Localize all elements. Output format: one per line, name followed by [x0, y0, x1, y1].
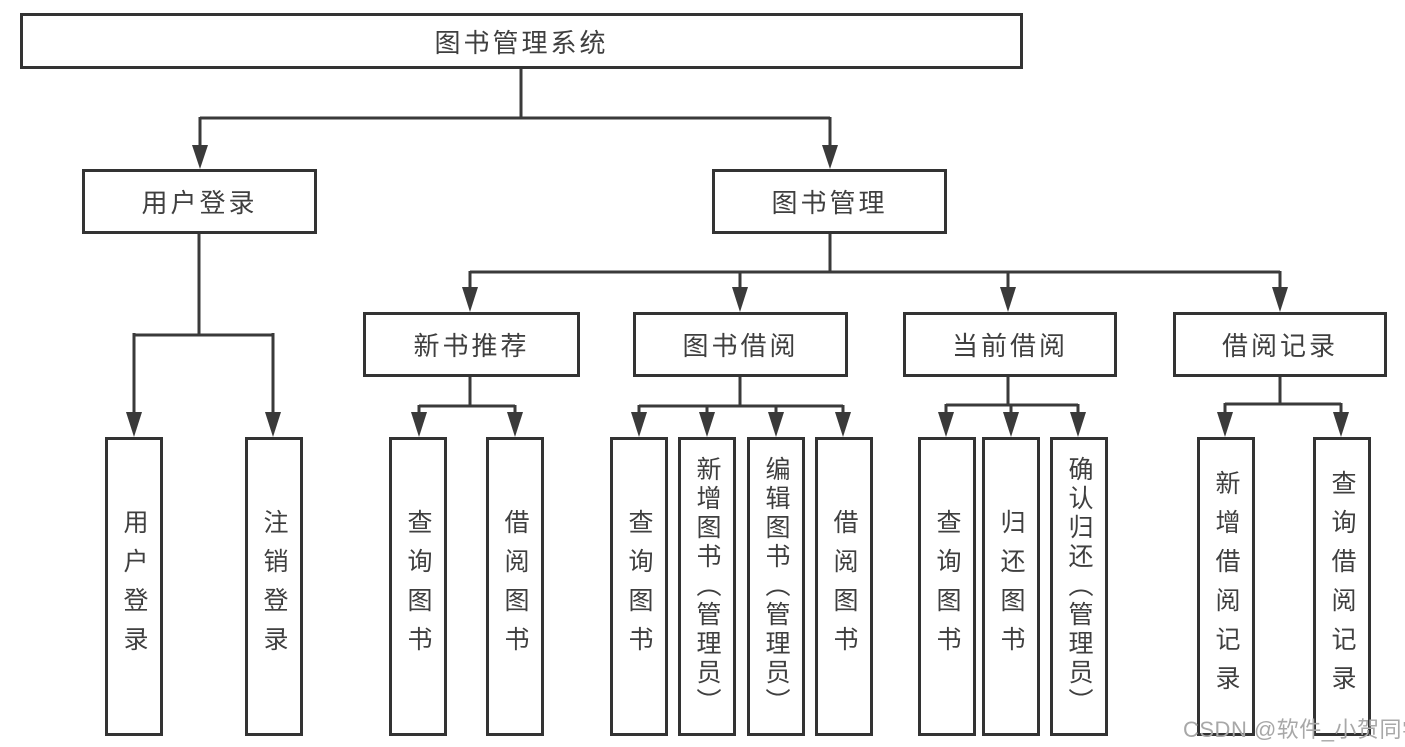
leaf-confirm-return-admin-label: 确认归还（管理员）	[1065, 456, 1093, 717]
leaf-borrow-books-1-label: 借阅图书	[501, 508, 529, 665]
leaf-query-books-1-label: 查询图书	[404, 508, 432, 665]
leaf-query-books-2-label: 查询图书	[625, 508, 653, 665]
node-new-book-recommend-label: 新书推荐	[413, 331, 530, 361]
leaf-user-login-label: 用户登录	[120, 508, 148, 665]
node-root: 图书管理系统	[20, 13, 1023, 69]
leaf-borrow-books-2-label: 借阅图书	[830, 508, 858, 665]
node-current-borrow-label: 当前借阅	[951, 331, 1068, 361]
node-user-login: 用户登录	[82, 169, 317, 234]
leaf-query-books-2: 查询图书	[610, 437, 668, 736]
leaf-add-book-admin-label: 新增图书（管理员）	[693, 456, 721, 717]
leaf-logout-label: 注销登录	[260, 508, 288, 665]
node-new-book-recommend: 新书推荐	[363, 312, 580, 377]
node-book-management-label: 图书管理	[771, 188, 888, 218]
node-current-borrow: 当前借阅	[903, 312, 1117, 377]
node-book-borrow-label: 图书借阅	[682, 331, 799, 361]
node-root-label: 图书管理系统	[434, 27, 609, 58]
leaf-borrow-books-1: 借阅图书	[486, 437, 544, 736]
leaf-query-borrow-record-label: 查询借阅记录	[1328, 469, 1356, 704]
leaf-query-books-1: 查询图书	[389, 437, 447, 736]
leaf-add-borrow-record-label: 新增借阅记录	[1212, 469, 1240, 704]
leaf-query-books-3-label: 查询图书	[933, 508, 961, 665]
watermark: CSDN @软件_小贺同学	[1183, 717, 1405, 742]
node-borrow-records-label: 借阅记录	[1221, 331, 1338, 361]
node-book-management: 图书管理	[712, 169, 947, 234]
node-book-borrow: 图书借阅	[633, 312, 848, 377]
leaf-return-book: 归还图书	[982, 437, 1040, 736]
leaf-logout: 注销登录	[245, 437, 303, 736]
leaf-return-book-label: 归还图书	[997, 508, 1025, 665]
leaf-user-login: 用户登录	[105, 437, 163, 736]
node-user-login-label: 用户登录	[141, 188, 258, 218]
leaf-edit-book-admin-label: 编辑图书（管理员）	[762, 456, 790, 717]
leaf-borrow-books-2: 借阅图书	[815, 437, 873, 736]
leaf-add-borrow-record: 新增借阅记录	[1197, 437, 1255, 736]
leaf-query-books-3: 查询图书	[918, 437, 976, 736]
leaf-add-book-admin: 新增图书（管理员）	[678, 437, 736, 736]
node-borrow-records: 借阅记录	[1173, 312, 1387, 377]
leaf-query-borrow-record: 查询借阅记录	[1313, 437, 1371, 736]
leaf-edit-book-admin: 编辑图书（管理员）	[747, 437, 805, 736]
leaf-confirm-return-admin: 确认归还（管理员）	[1050, 437, 1108, 736]
